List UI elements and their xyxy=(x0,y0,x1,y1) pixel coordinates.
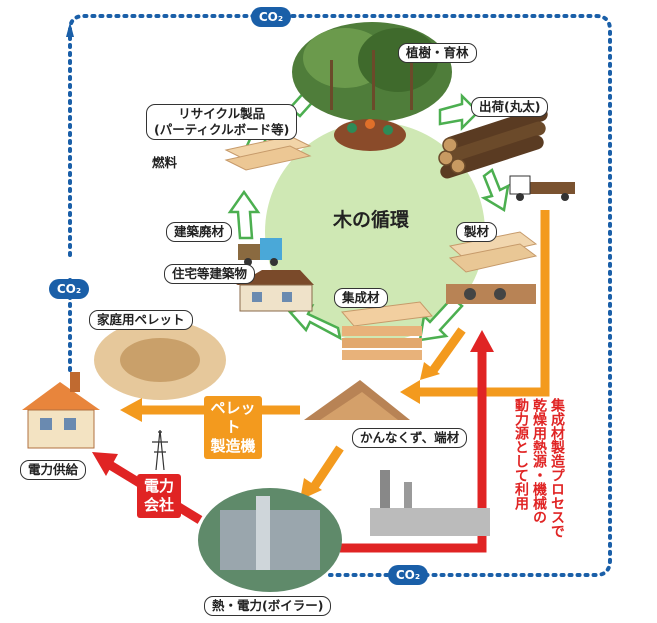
label-sawmill: 製材 xyxy=(456,222,498,242)
label-shipping: 出荷(丸太) xyxy=(471,97,549,117)
co2-badge-bottom: CO₂ xyxy=(388,565,428,585)
wood-chips-illustration xyxy=(304,380,410,420)
label-recycle-line2: (パーティクルボード等) xyxy=(154,122,290,137)
process-note-col2: 乾燥用熱源・機械の xyxy=(531,398,547,524)
label-recycle: リサイクル製品 (パーティクルボード等) xyxy=(146,104,298,140)
orange-material-flows xyxy=(120,210,550,500)
forest-illustration xyxy=(292,22,452,151)
pellet-plant-box: ペレット製造機 xyxy=(204,396,262,459)
process-note-col1: 集成材製造プロセスで xyxy=(549,398,565,538)
pellet-plant-label: ペレット製造機 xyxy=(210,399,256,455)
logs-illustration xyxy=(438,107,548,179)
label-fuel: 燃料 xyxy=(152,155,178,170)
label-planting: 植樹・育林 xyxy=(398,43,477,63)
demolition-truck-illustration xyxy=(238,238,282,266)
label-demolition: 建築廃材 xyxy=(166,222,233,242)
label-recycle-line1: リサイクル製品 xyxy=(178,106,266,121)
cycle-center-disc xyxy=(265,122,485,342)
center-title: 木の循環 xyxy=(333,209,410,231)
log-truck-illustration xyxy=(509,175,575,201)
label-laminated: 集成材 xyxy=(334,288,388,308)
co2-badge-left: CO₂ xyxy=(49,279,89,299)
home-illustration xyxy=(22,372,100,449)
lumber-illustration xyxy=(446,231,538,304)
power-pylon-illustration xyxy=(152,429,168,471)
label-shavings: かんなくず、端材 xyxy=(352,428,468,448)
house-illustration xyxy=(236,270,314,312)
laminated-timber-illustration xyxy=(341,301,433,360)
factory-illustration xyxy=(370,470,490,536)
pellet-photo xyxy=(94,320,226,400)
particle-board-illustration xyxy=(224,135,312,171)
label-home-pellet: 家庭用ペレット xyxy=(89,310,193,330)
label-power-supply: 電力供給 xyxy=(20,460,87,480)
power-company-box: 電力会社 xyxy=(137,474,181,518)
label-boiler: 熱・電力(ボイラー) xyxy=(204,596,332,616)
process-note-col3: 動力源として利用 xyxy=(513,398,529,510)
boiler-plant-photo xyxy=(198,488,342,592)
power-company-label: 電力会社 xyxy=(143,477,174,514)
co2-badge-top: CO₂ xyxy=(251,7,291,27)
label-housing: 住宅等建築物 xyxy=(164,264,256,284)
